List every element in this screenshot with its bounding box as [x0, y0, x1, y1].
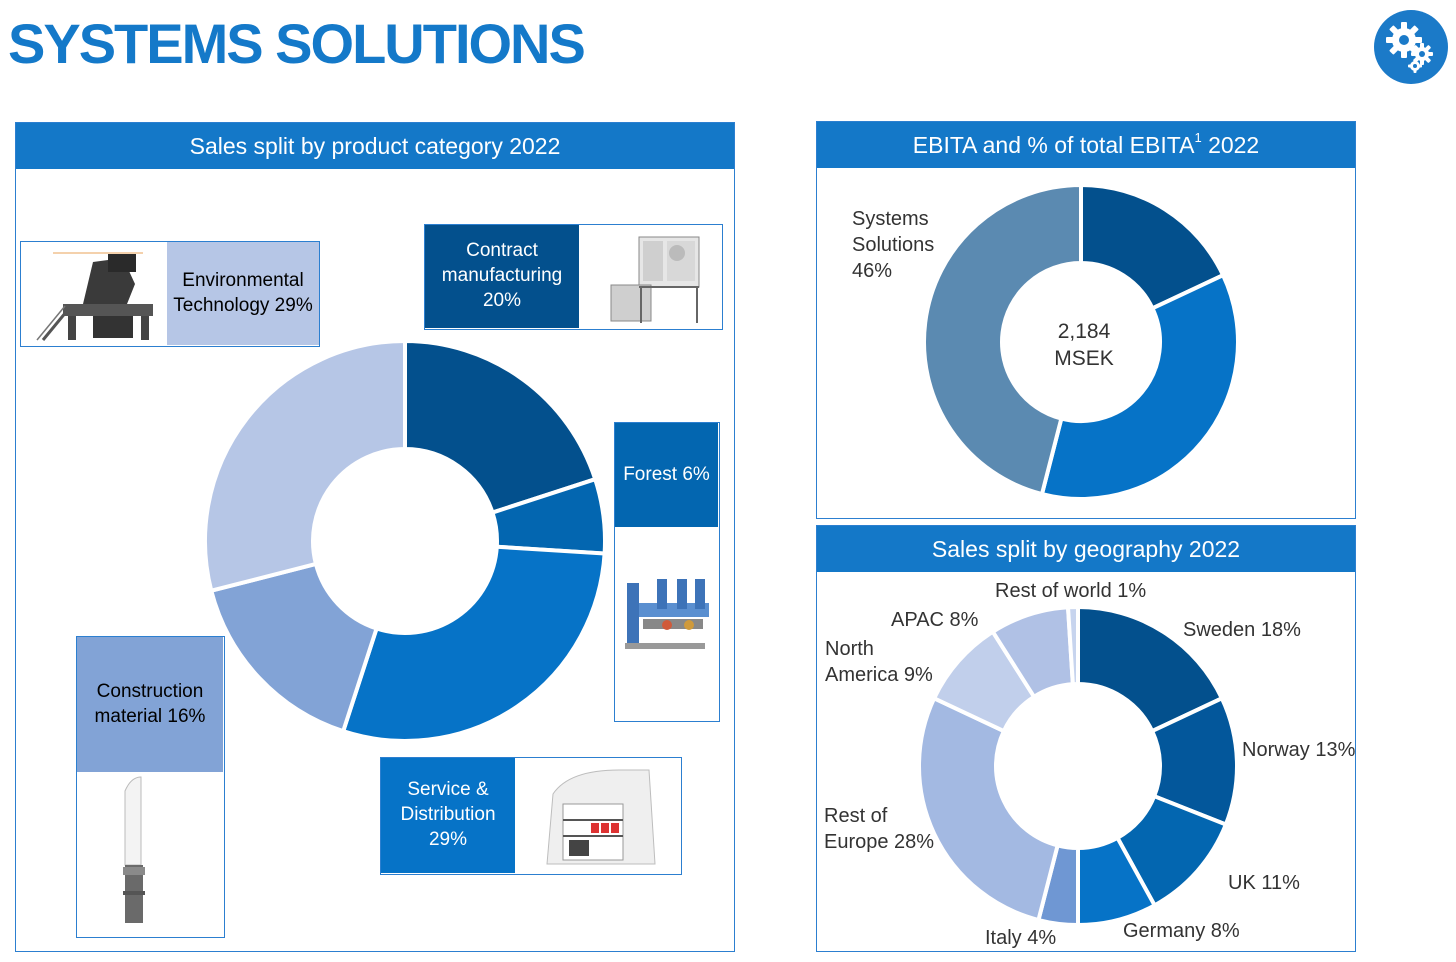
germany-label: Germany 8% [1123, 920, 1240, 942]
donut-slice-systems-solutions [922, 182, 1083, 497]
donut-slice-segment-2 [1039, 272, 1240, 501]
ebita-footnote-marker: 1 [1194, 129, 1202, 145]
donut-slice-rest-of-world [1065, 604, 1080, 687]
van-shelving-image [539, 764, 669, 870]
sweden-label: Sweden 18% [1183, 619, 1301, 641]
drill-bit-image [79, 773, 223, 935]
page-title: SYSTEMS SOLUTIONS [8, 12, 586, 75]
donut-slice-segment-1 [1079, 182, 1226, 312]
ebita-header-year: 2022 [1208, 131, 1260, 158]
geography-header: Sales split by geography 2022 [817, 526, 1355, 572]
environmental-label: Environmental Technology 29% [167, 242, 319, 345]
donut-slice-construction-material [208, 561, 380, 734]
donut-slice-sweden [1076, 604, 1225, 734]
ebita-unit: MSEK [1054, 347, 1114, 371]
italy-label: Italy 4% [985, 927, 1057, 949]
sawmill-machine-image [617, 563, 717, 663]
production-line-image [581, 227, 721, 327]
systems-solutions-label: Systems Solutions 46% [852, 208, 935, 282]
contract-manufacturing-card[interactable]: Contract manufacturing 20% [424, 224, 723, 330]
donut-slice-environmental-technology [203, 338, 407, 594]
donut-slice-contract-manufacturing [403, 338, 598, 516]
donut-slice-service-distribution [340, 544, 607, 743]
ebita-center-value: 2,184 MSEK [1034, 318, 1134, 373]
construction-label: Construction material 16% [77, 637, 223, 772]
product-category-donut [203, 338, 607, 743]
rest-of-europe-label: Rest of Europe 28% [824, 805, 935, 853]
north-america-label: North America 9% [825, 638, 933, 686]
forest-label: Forest 6% [615, 423, 718, 527]
service-label: Service & Distribution 29% [381, 758, 515, 873]
contract-label: Contract manufacturing 20% [425, 225, 579, 328]
ebita-donut [922, 182, 1240, 501]
uk-label: UK 11% [1228, 872, 1300, 894]
product-category-header: Sales split by product category 2022 [16, 123, 734, 169]
environmental-technology-card[interactable]: Environmental Technology 29% [20, 241, 320, 347]
construction-material-card[interactable]: Construction material 16% [76, 636, 225, 938]
apac-label: APAC 8% [891, 609, 979, 631]
geography-donut [917, 604, 1239, 928]
gears-icon [1374, 10, 1448, 84]
forest-card[interactable]: Forest 6% [614, 422, 720, 722]
service-distribution-card[interactable]: Service & Distribution 29% [380, 757, 682, 875]
environmental-machine-image [23, 244, 167, 344]
ebita-header-title: EBITA and % of total EBITA [912, 131, 1195, 158]
norway-label: Norway 13% [1242, 739, 1356, 761]
rest-of-world-label: Rest of world 1% [995, 580, 1147, 602]
ebita-total: 2,184 [1057, 320, 1111, 343]
donut-slice-rest-of-europe [917, 695, 1061, 923]
